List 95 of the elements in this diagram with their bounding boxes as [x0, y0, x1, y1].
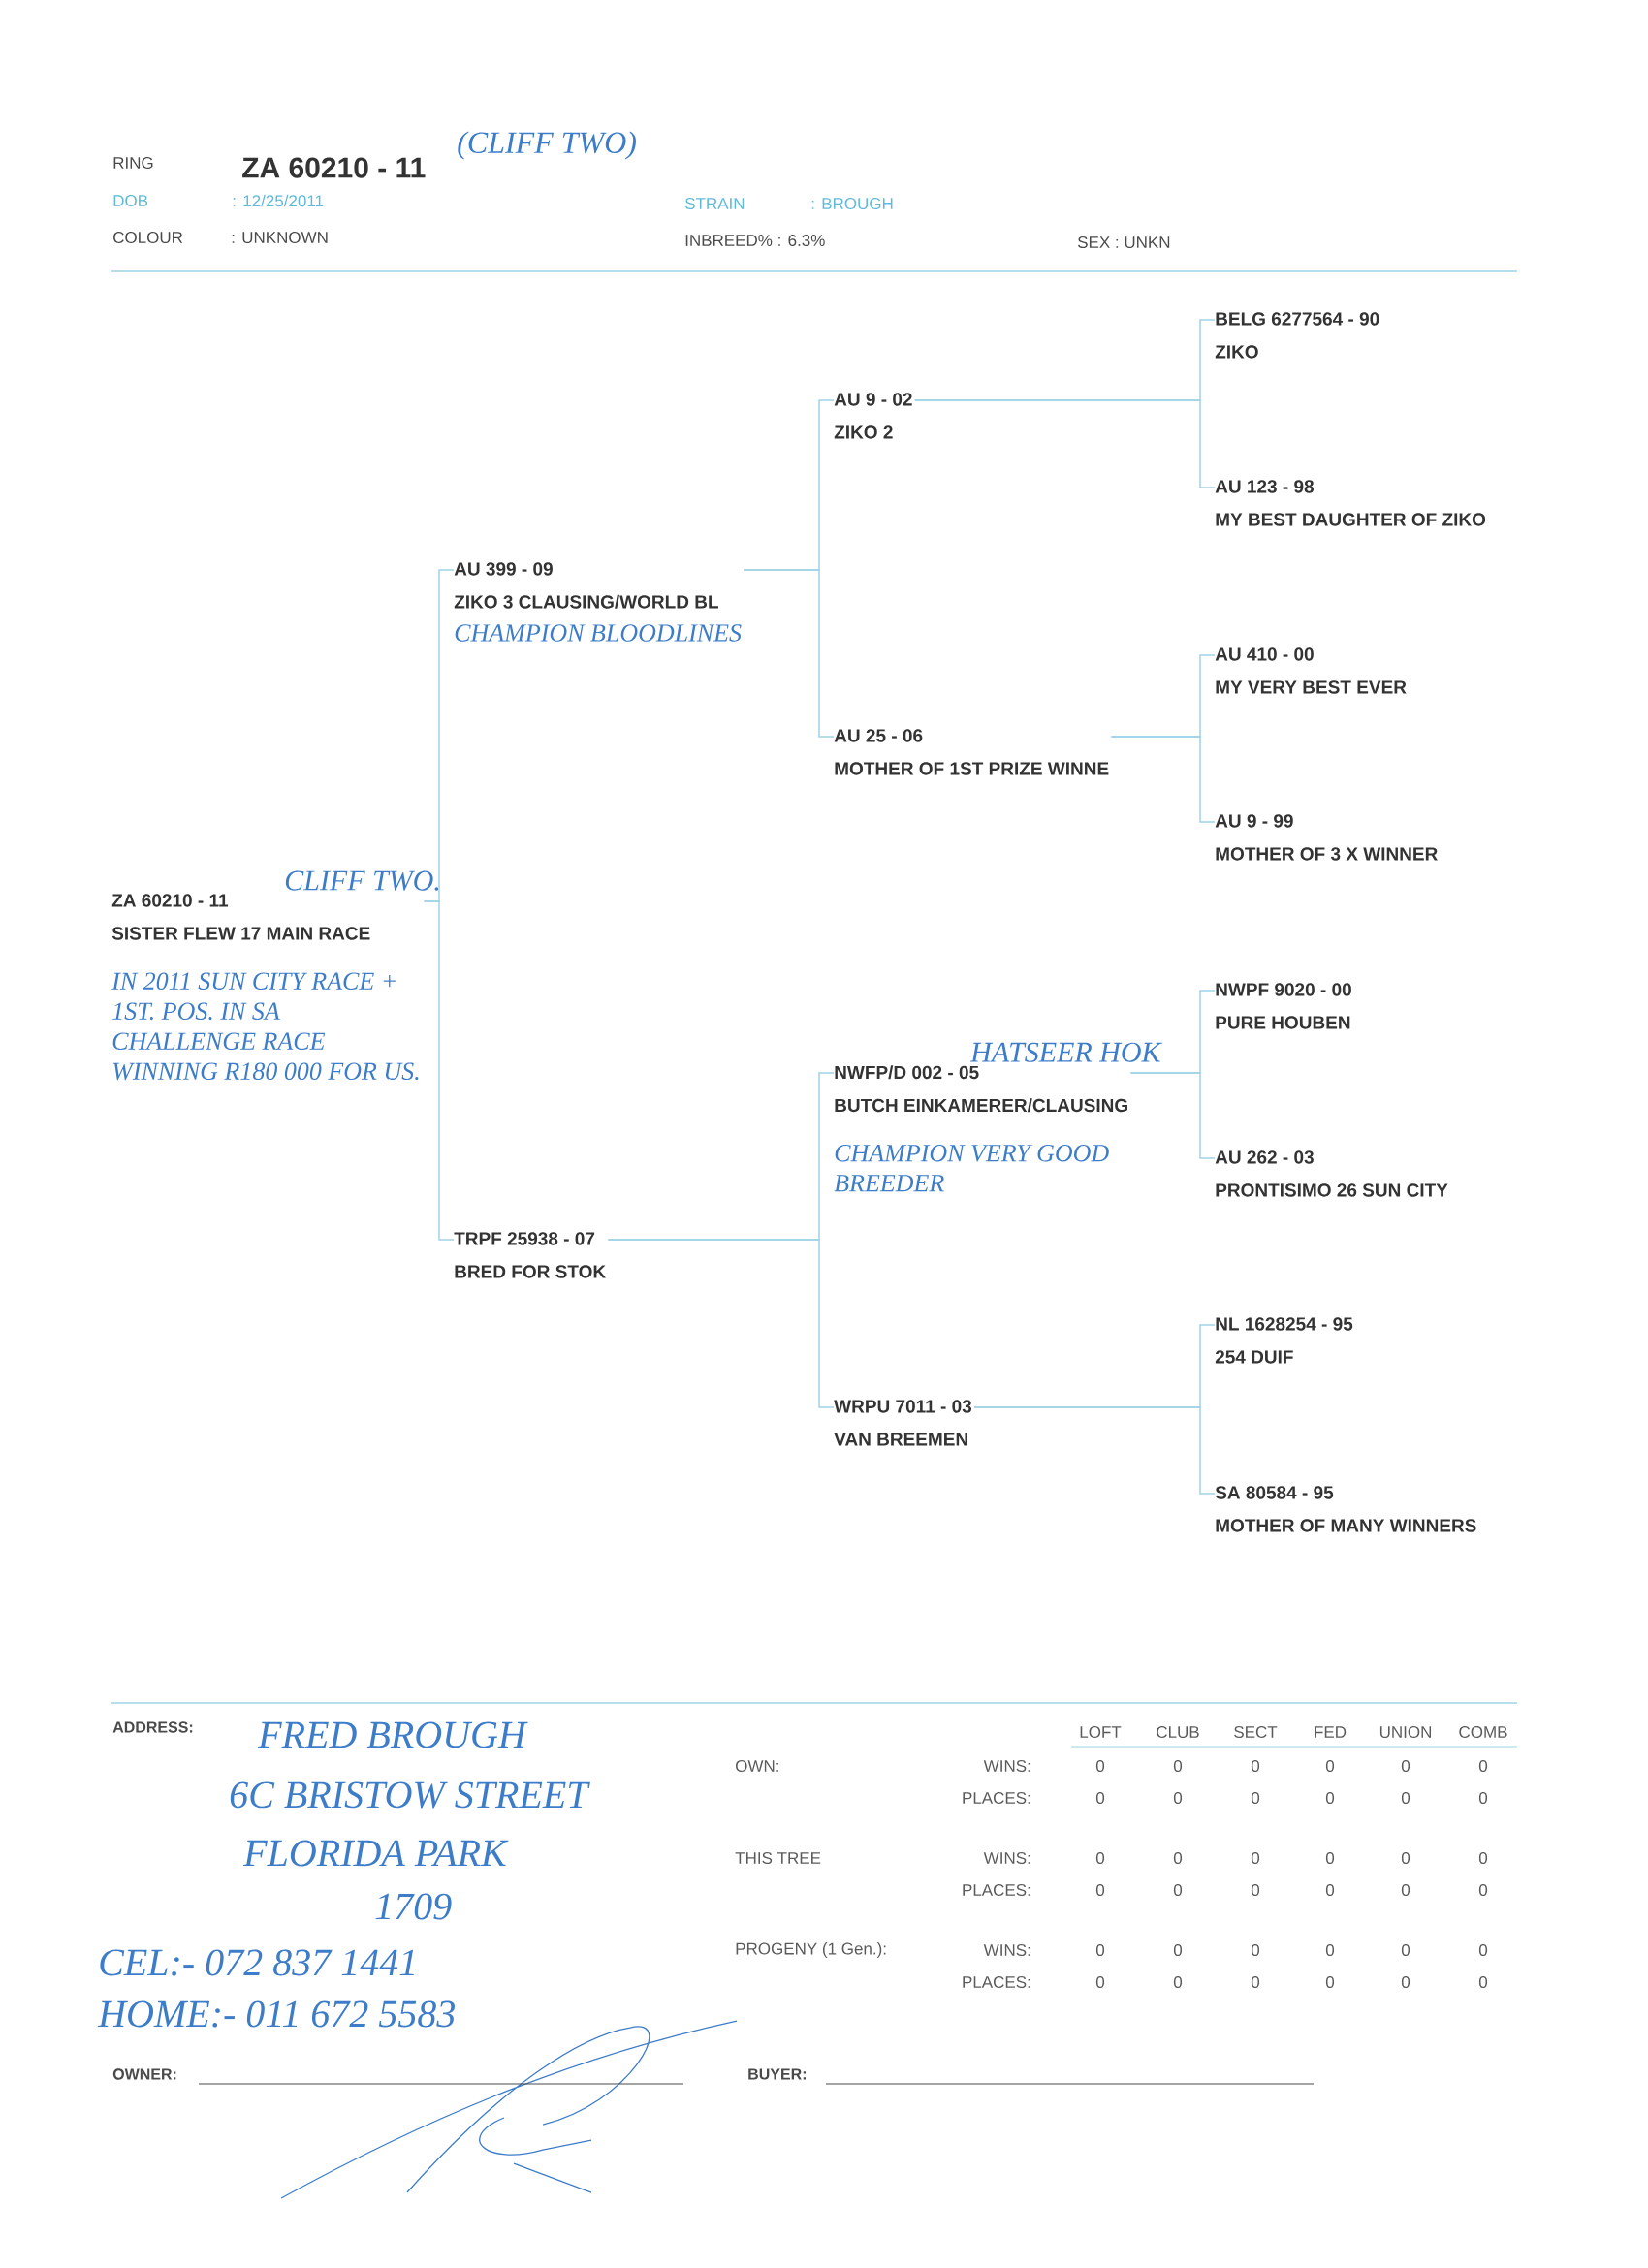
field-label: SEX : UNKN: [1077, 236, 1170, 249]
table-cell: 0: [1173, 1852, 1183, 1865]
connector-line: [743, 569, 835, 738]
handwritten-note: 1709: [375, 1893, 452, 1920]
table-cell: 0: [1173, 1976, 1183, 1989]
field-label: OWNER:: [112, 2068, 176, 2080]
pedigree-entry: AU 25 - 06 MOTHER OF 1ST PRIZE WINNE: [834, 729, 1109, 775]
table-cell: 0: [1478, 1976, 1488, 1989]
field-label: DOB: [113, 195, 148, 207]
column-header: LOFT: [1080, 1726, 1122, 1739]
table-cell: 0: [1251, 1760, 1260, 1773]
table-cell: WINS:: [983, 1852, 1030, 1865]
handwritten-note: (CLIFF TWO): [458, 131, 636, 160]
table-cell: 0: [1095, 1760, 1105, 1773]
table-cell: THIS TREE: [735, 1852, 821, 1865]
field-label: INBREED% : 6.3%: [685, 235, 825, 247]
column-header: FED: [1315, 1726, 1347, 1738]
table-cell: 0: [1325, 1852, 1335, 1865]
table-cell: 0: [1095, 1852, 1105, 1865]
table-cell: WINS:: [983, 1944, 1030, 1957]
table-cell: 0: [1173, 1944, 1183, 1957]
field-label: : BROUGH: [811, 198, 893, 210]
ring-number: ZA 60210 - 11: [242, 157, 426, 178]
table-cell: 0: [1325, 1944, 1335, 1957]
table-cell: 0: [1173, 1792, 1183, 1805]
table-cell: PROGENY (1 Gen.):: [736, 1942, 886, 1958]
column-header: UNION: [1379, 1726, 1431, 1739]
table-cell: 0: [1401, 1852, 1410, 1865]
table-cell: 0: [1251, 1852, 1260, 1865]
handwritten-note: FRED BROUGH: [258, 1721, 528, 1748]
table-cell: 0: [1478, 1884, 1488, 1897]
table-cell: 0: [1478, 1944, 1488, 1957]
pedigree-entry: AU 123 - 98 MY BEST DAUGHTER OF ZIKO: [1215, 480, 1486, 526]
field-label: COLOUR: [113, 232, 183, 244]
table-cell: PLACES:: [963, 1792, 1030, 1805]
table-cell: PLACES:: [963, 1976, 1030, 1989]
table-cell: 0: [1401, 1792, 1410, 1805]
table-cell: 0: [1325, 1976, 1335, 1989]
handwritten-note: CLIFF TWO.: [285, 870, 439, 891]
table-cell: 0: [1401, 1760, 1410, 1773]
table-cell: 0: [1325, 1792, 1335, 1805]
column-header: COMB: [1459, 1726, 1507, 1739]
field-label: ADDRESS:: [112, 1721, 193, 1733]
connector-line: [607, 1239, 835, 1408]
connector-line: [913, 399, 1216, 488]
table-cell: 0: [1478, 1852, 1488, 1865]
table-cell: 0: [1478, 1760, 1488, 1773]
column-header: CLUB: [1157, 1726, 1199, 1739]
handwritten-note: HOME:- 011 672 5583: [97, 2000, 455, 2028]
pedigree-entry: SA 80584 - 95 MOTHER OF MANY WINNERS: [1215, 1486, 1476, 1532]
table-cell: WINS:: [983, 1760, 1030, 1773]
field-label: : UNKNOWN: [232, 232, 328, 244]
table-cell: PLACES:: [963, 1884, 1030, 1897]
table-cell: 0: [1095, 1792, 1105, 1805]
table-cell: 0: [1325, 1884, 1335, 1897]
pedigree-entry: AU 399 - 09 ZIKO 3 CLAUSING/WORLD BL CHAMPION BLOODLINES: [454, 562, 742, 642]
table-cell: OWN:: [736, 1760, 778, 1773]
table-cell: 0: [1173, 1884, 1183, 1897]
column-header: SECT: [1234, 1726, 1278, 1739]
pedigree-entry: BELG 6277564 - 90 ZIKO: [1215, 312, 1379, 359]
pedigree-entry: AU 262 - 03 PRONTISIMO 26 SUN CITY: [1215, 1150, 1448, 1197]
table-cell: 0: [1401, 1884, 1410, 1897]
pedigree-entry: TRPF 25938 - 07 BRED FOR STOK: [454, 1232, 606, 1278]
field-label: STRAIN: [684, 198, 745, 210]
pedigree-entry: NL 1628254 - 95 254 DUIF: [1215, 1317, 1353, 1364]
table-cell: 0: [1095, 1884, 1105, 1897]
connector-line: [423, 900, 455, 1241]
pedigree-entry: ZA 60210 - 11 SISTER FLEW 17 MAIN RACE IN 2011 SUN CITY RACE + 1ST. POS. IN SA CHALLENGE RACE WINNING R180 000 FOR US.: [111, 894, 419, 1081]
connector-line: [1129, 1072, 1216, 1159]
table-cell: 0: [1325, 1760, 1335, 1773]
handwritten-note: CEL:- 072 837 1441: [100, 1949, 414, 1976]
handwritten-note: 6C BRISTOW STREET: [230, 1781, 590, 1809]
pedigree-entry: NWPF 9020 - 00 PURE HOUBEN: [1216, 983, 1351, 1029]
field-label: RING: [113, 157, 153, 170]
table-cell: 0: [1401, 1944, 1410, 1957]
table-cell: 0: [1095, 1976, 1105, 1989]
pedigree-entry: NWFP/D 002 - 05 BUTCH EINKAMERER/CLAUSING CHAMPION VERY GOOD BREEDER: [834, 1065, 1127, 1192]
table-cell: 0: [1251, 1976, 1260, 1989]
handwritten-note: HATSEER HOK: [969, 1042, 1162, 1062]
table-cell: 0: [1173, 1760, 1183, 1773]
table-cell: 0: [1095, 1944, 1105, 1957]
pedigree-entry: AU 410 - 00 MY VERY BEST EVER: [1215, 647, 1407, 694]
table-cell: 0: [1251, 1792, 1260, 1805]
connector-line: [1110, 736, 1216, 823]
field-label: BUYER:: [748, 2068, 806, 2080]
pedigree-entry: AU 9 - 02 ZIKO 2: [834, 393, 912, 439]
table-cell: 0: [1251, 1884, 1260, 1897]
handwritten-note: FLORIDA PARK: [243, 1840, 509, 1867]
table-cell: 0: [1251, 1944, 1260, 1957]
field-label: : 12/25/2011: [233, 194, 324, 207]
connector-line: [973, 1406, 1216, 1495]
table-cell: 0: [1478, 1792, 1488, 1805]
table-cell: 0: [1401, 1976, 1410, 1989]
pedigree-entry: AU 9 - 99 MOTHER OF 3 X WINNER: [1215, 814, 1438, 861]
pedigree-entry: WRPU 7011 - 03 VAN BREEMEN: [834, 1400, 972, 1446]
